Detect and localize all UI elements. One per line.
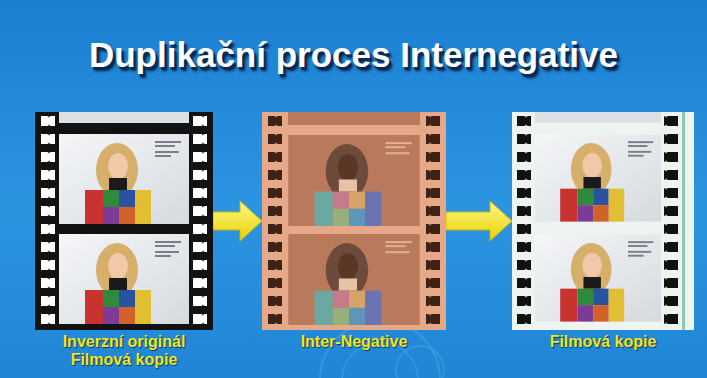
film-frame [288,234,419,325]
film-strip-internegative [262,112,446,330]
film-strip-reversal [35,112,213,330]
film-strip-print [512,112,694,330]
film-frame [535,234,661,321]
film-caption: Inverzní originál Filmová kopie [34,333,214,369]
diagram-title: Duplikační proces Internegative [0,34,707,76]
block-arrow [446,201,512,241]
film-frame [535,134,661,221]
film-strip-node: Inter-Negative [262,112,446,330]
film-strip-node: Filmová kopie [512,112,694,330]
film-frame [59,234,189,324]
film-strip-node: Inverzní originál Filmová kopie [35,112,213,330]
film-frame [59,134,189,224]
film-frame [288,135,419,226]
block-arrow [213,201,262,241]
film-caption: Filmová kopie [513,333,693,351]
film-caption: Inter-Negative [264,333,444,351]
